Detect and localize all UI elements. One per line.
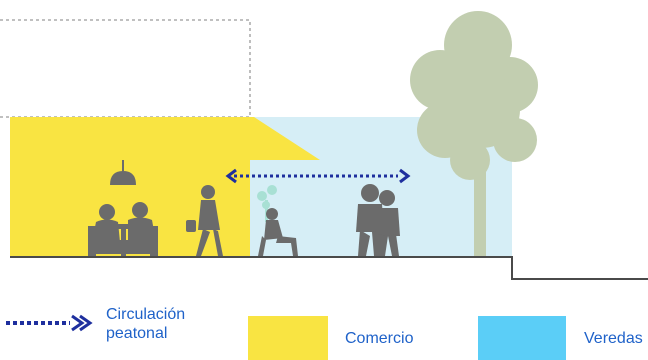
veredas-swatch bbox=[478, 316, 566, 360]
legend-circulation-line2: peatonal bbox=[106, 325, 168, 342]
seated-diners-icon bbox=[88, 202, 158, 256]
dotted-arrow-icon bbox=[6, 314, 93, 332]
walking-woman-icon bbox=[186, 185, 223, 256]
tree-icon bbox=[410, 11, 538, 258]
legend-circulation-line1: Circulación bbox=[106, 306, 186, 323]
dashed-building-outline bbox=[0, 19, 251, 117]
double-arrow-icon bbox=[225, 168, 411, 184]
ground-line bbox=[10, 256, 648, 280]
legend-comercio-label: Comercio bbox=[345, 330, 414, 347]
seated-person-icon bbox=[257, 185, 298, 256]
couple-walking-icon bbox=[356, 184, 400, 256]
comercio-swatch bbox=[248, 316, 328, 360]
pendant-lamp-icon bbox=[110, 160, 136, 185]
awning bbox=[10, 117, 320, 160]
legend-veredas-label: Veredas bbox=[584, 330, 643, 347]
